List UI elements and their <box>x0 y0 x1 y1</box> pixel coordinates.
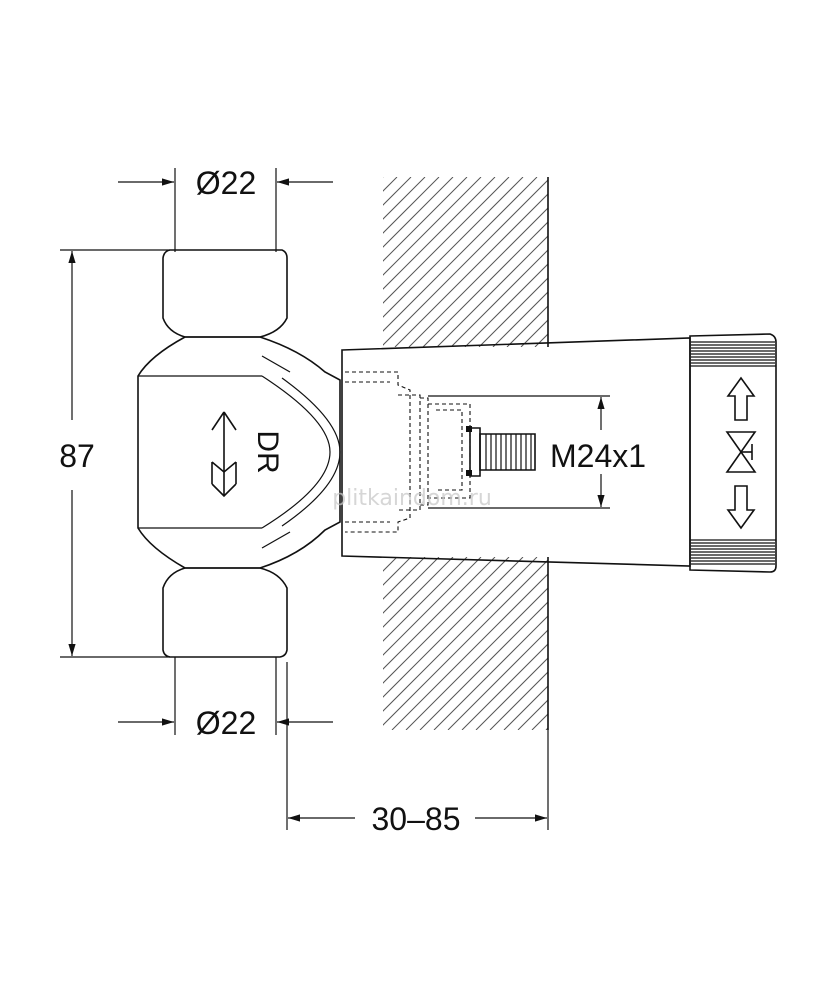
hatch-line <box>517 699 548 730</box>
hatch-line <box>383 557 524 698</box>
hatch-line <box>478 277 548 347</box>
hatch-line <box>531 713 548 730</box>
hatch-line <box>383 557 482 656</box>
hatch-line <box>545 727 548 730</box>
hatch-line <box>408 207 548 347</box>
hatch-line <box>661 177 831 347</box>
hatch-line <box>436 235 548 347</box>
valve-body-marking: DR <box>251 430 284 473</box>
top-pipe-connector <box>162 249 288 338</box>
top-diameter-dimension: Ø22 <box>118 165 333 252</box>
height-dimension: 87 <box>59 249 170 658</box>
hatch-line <box>703 177 834 347</box>
hatch-line <box>383 557 440 614</box>
hatch-line <box>475 657 548 730</box>
hatch-line <box>383 177 384 178</box>
hatch-line <box>383 557 538 712</box>
hatch-line <box>383 177 524 318</box>
hatch-line <box>503 685 548 730</box>
hatch-line <box>383 557 412 586</box>
hatch-line <box>461 643 548 730</box>
hatch-line <box>383 177 538 332</box>
hatch-line <box>422 221 548 347</box>
hatch-line <box>383 557 426 600</box>
hatch-line <box>577 177 747 347</box>
hatch-line <box>383 177 440 234</box>
hatch-line <box>383 557 496 670</box>
hatch-line <box>616 557 789 730</box>
hatch-line <box>675 177 834 347</box>
bottom-pipe-connector <box>162 567 288 658</box>
hatch-line <box>383 177 412 206</box>
hatch-line <box>383 557 454 628</box>
hatch-line <box>383 177 398 192</box>
shutoff-valve-symbol-icon <box>725 431 757 473</box>
hatch-line <box>689 177 834 347</box>
hatch-line <box>391 573 548 730</box>
hatch-line <box>383 179 548 346</box>
hatch-line <box>563 177 733 347</box>
hatch-line <box>492 291 548 347</box>
hatch-line <box>447 629 548 730</box>
hatch-line <box>450 249 548 347</box>
hatch-line <box>549 177 719 347</box>
hatch-line <box>433 615 548 730</box>
hatch-line <box>383 177 496 290</box>
end-cap <box>689 333 777 573</box>
hatch-line <box>464 263 548 347</box>
valve-body: DR <box>137 249 341 658</box>
bottom-diameter-label: Ø22 <box>196 705 256 741</box>
height-label: 87 <box>59 438 95 474</box>
hatch-line <box>383 177 426 220</box>
hatch-line <box>686 557 834 730</box>
hatch-line <box>591 177 761 347</box>
hatch-line <box>383 177 454 248</box>
hatch-line <box>506 305 548 347</box>
hatch-line <box>383 177 482 276</box>
wall-section-top <box>383 177 834 347</box>
top-diameter-label: Ø22 <box>196 165 256 201</box>
flow-direction-arrow-icon <box>211 411 237 498</box>
hatch-line <box>520 319 548 347</box>
hatch-line <box>605 177 775 347</box>
hatch-line <box>588 557 761 730</box>
hatch-line <box>672 557 834 730</box>
hatch-line <box>383 557 468 642</box>
hatch-line <box>658 557 831 730</box>
watermark: plitkaindom.ru <box>332 486 492 511</box>
wall-depth-dimension: 30–85 <box>286 662 549 837</box>
hatch-line <box>383 177 468 262</box>
bidirectional-flow-arrows-icon <box>726 376 756 530</box>
valve-insert-housing: M24x1 <box>341 337 691 567</box>
bottom-diameter-dimension: Ø22 <box>118 657 333 741</box>
hatch-line <box>700 557 834 730</box>
hatch-line <box>574 557 747 730</box>
hatch-line <box>647 177 817 347</box>
hatch-line <box>560 557 733 730</box>
hatch-line <box>633 177 803 347</box>
valve-center-body <box>137 336 341 569</box>
hatch-line <box>383 559 548 726</box>
hatch-line <box>383 557 510 684</box>
hatch-line <box>644 557 817 730</box>
wall-depth-label: 30–85 <box>372 801 461 837</box>
hatch-line <box>714 557 834 730</box>
wall-section-bottom <box>383 557 834 730</box>
hatch-line <box>489 671 548 730</box>
cartridge-outline <box>345 371 471 533</box>
hatch-line <box>405 587 548 730</box>
thread-dimension: M24x1 <box>428 395 646 509</box>
hatch-line <box>619 177 789 347</box>
hatch-line <box>602 557 775 730</box>
hatch-line <box>419 601 548 730</box>
hatch-line <box>394 193 548 347</box>
hatch-line <box>534 333 548 347</box>
hatch-line <box>383 177 510 304</box>
hatch-line <box>630 557 803 730</box>
thread-label: M24x1 <box>550 438 646 474</box>
hatch-line <box>717 177 834 347</box>
spindle-thread <box>466 426 536 477</box>
